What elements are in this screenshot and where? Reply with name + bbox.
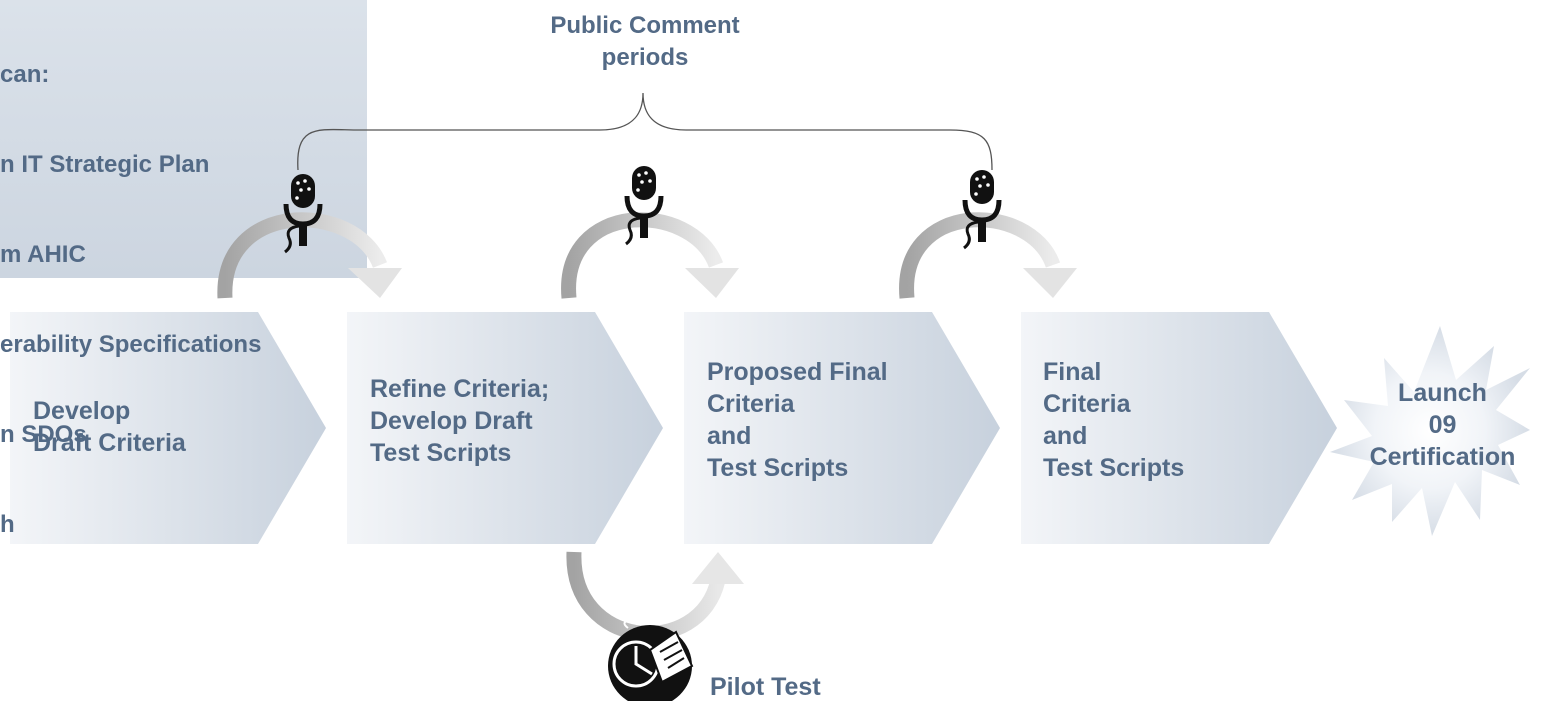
launch-certification-label: Launch 09 Certification <box>1369 379 1516 471</box>
inputs-line: can: <box>0 61 50 88</box>
step-proposed-final-criteria: Proposed Final Criteria and Test Scripts <box>707 358 888 482</box>
public-comment-label: Public Comment periods <box>550 12 740 71</box>
chevron-develop-draft <box>10 312 326 544</box>
pilot-test-label: Pilot Test <box>710 673 821 701</box>
inputs-line: erability Specifications <box>0 331 262 358</box>
public-comment-brace <box>297 92 993 171</box>
chevron-final <box>1021 312 1337 544</box>
chevron-refine-criteria <box>347 312 663 544</box>
microphone-icon <box>964 170 999 248</box>
step-develop-draft-criteria: Develop Draft Criteria <box>33 397 186 457</box>
inputs-line: n SDOs <box>0 421 87 448</box>
inputs-list: can: n IT Strategic Plan m AHIC erabilit… <box>0 0 261 570</box>
review-arrow-3 <box>899 212 1077 299</box>
inputs-line: h <box>0 511 15 538</box>
step-final-criteria: Final Criteria and Test Scripts <box>1043 358 1185 482</box>
chevron-proposed-final <box>684 312 1000 544</box>
inputs-line: n IT Strategic Plan <box>0 151 210 178</box>
starburst-icon <box>1330 326 1530 536</box>
inputs-line: m AHIC <box>0 241 86 268</box>
review-arrow-2 <box>561 212 739 299</box>
pilot-test-icon <box>608 619 694 701</box>
step-refine-criteria: Refine Criteria; Develop Draft Test Scri… <box>370 375 550 467</box>
microphone-icon <box>626 166 661 244</box>
pilot-arrow <box>566 551 744 641</box>
